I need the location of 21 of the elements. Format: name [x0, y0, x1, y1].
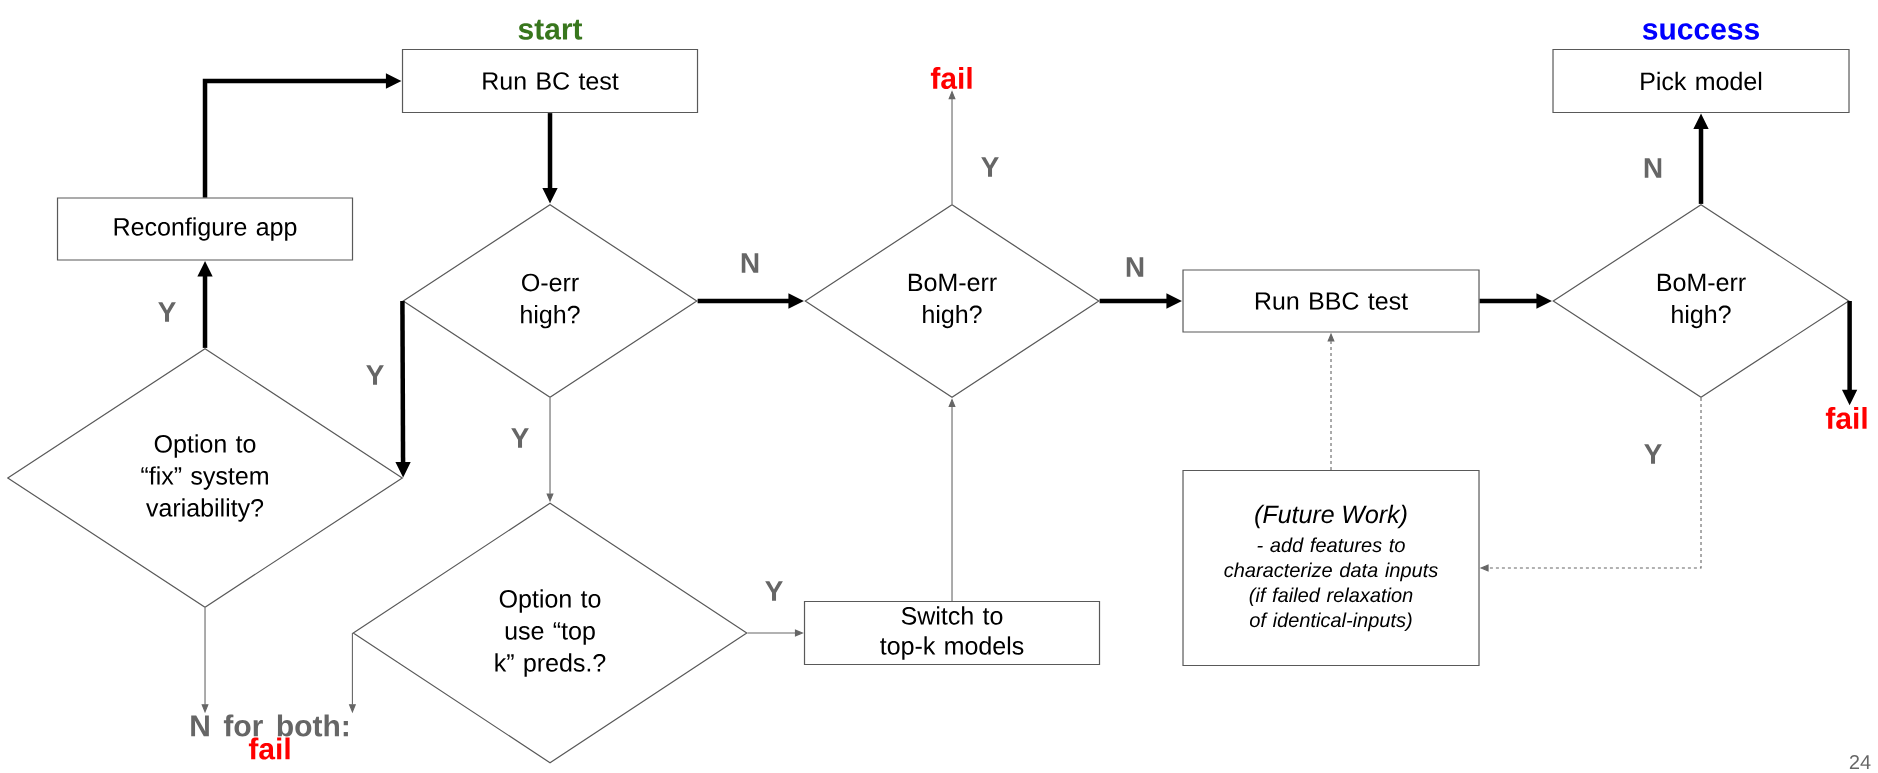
edge-label: Y	[979, 156, 1001, 178]
edge-label: Y	[509, 427, 531, 449]
process-box: Run BBC test	[1182, 269, 1480, 333]
edge-label: N	[1123, 256, 1147, 278]
process-box: Run BC test	[401, 48, 699, 114]
outcome-text: fail	[930, 67, 972, 89]
process-box: Reconfigure app	[56, 197, 354, 261]
edge-label: Y	[1642, 443, 1664, 465]
outcome-text: N for both: fail	[191, 714, 348, 760]
start-heading: start	[518, 19, 583, 40]
edge-label: Y	[763, 580, 785, 602]
outcome-text: fail	[1825, 407, 1867, 429]
edge-label: N	[738, 252, 762, 274]
page-number: 24	[1849, 755, 1871, 769]
edge-label: Y	[156, 301, 178, 323]
process-box: Switch to top-k models	[803, 600, 1101, 666]
process-box: Pick model	[1552, 48, 1850, 114]
edge-label: N	[1641, 157, 1665, 179]
edge-label: Y	[364, 364, 386, 386]
success-heading: success	[1642, 23, 1759, 40]
note-box: (Future Work) - add features to characterize data inputs (if failed relaxation of identical-inputs)	[1182, 469, 1480, 667]
